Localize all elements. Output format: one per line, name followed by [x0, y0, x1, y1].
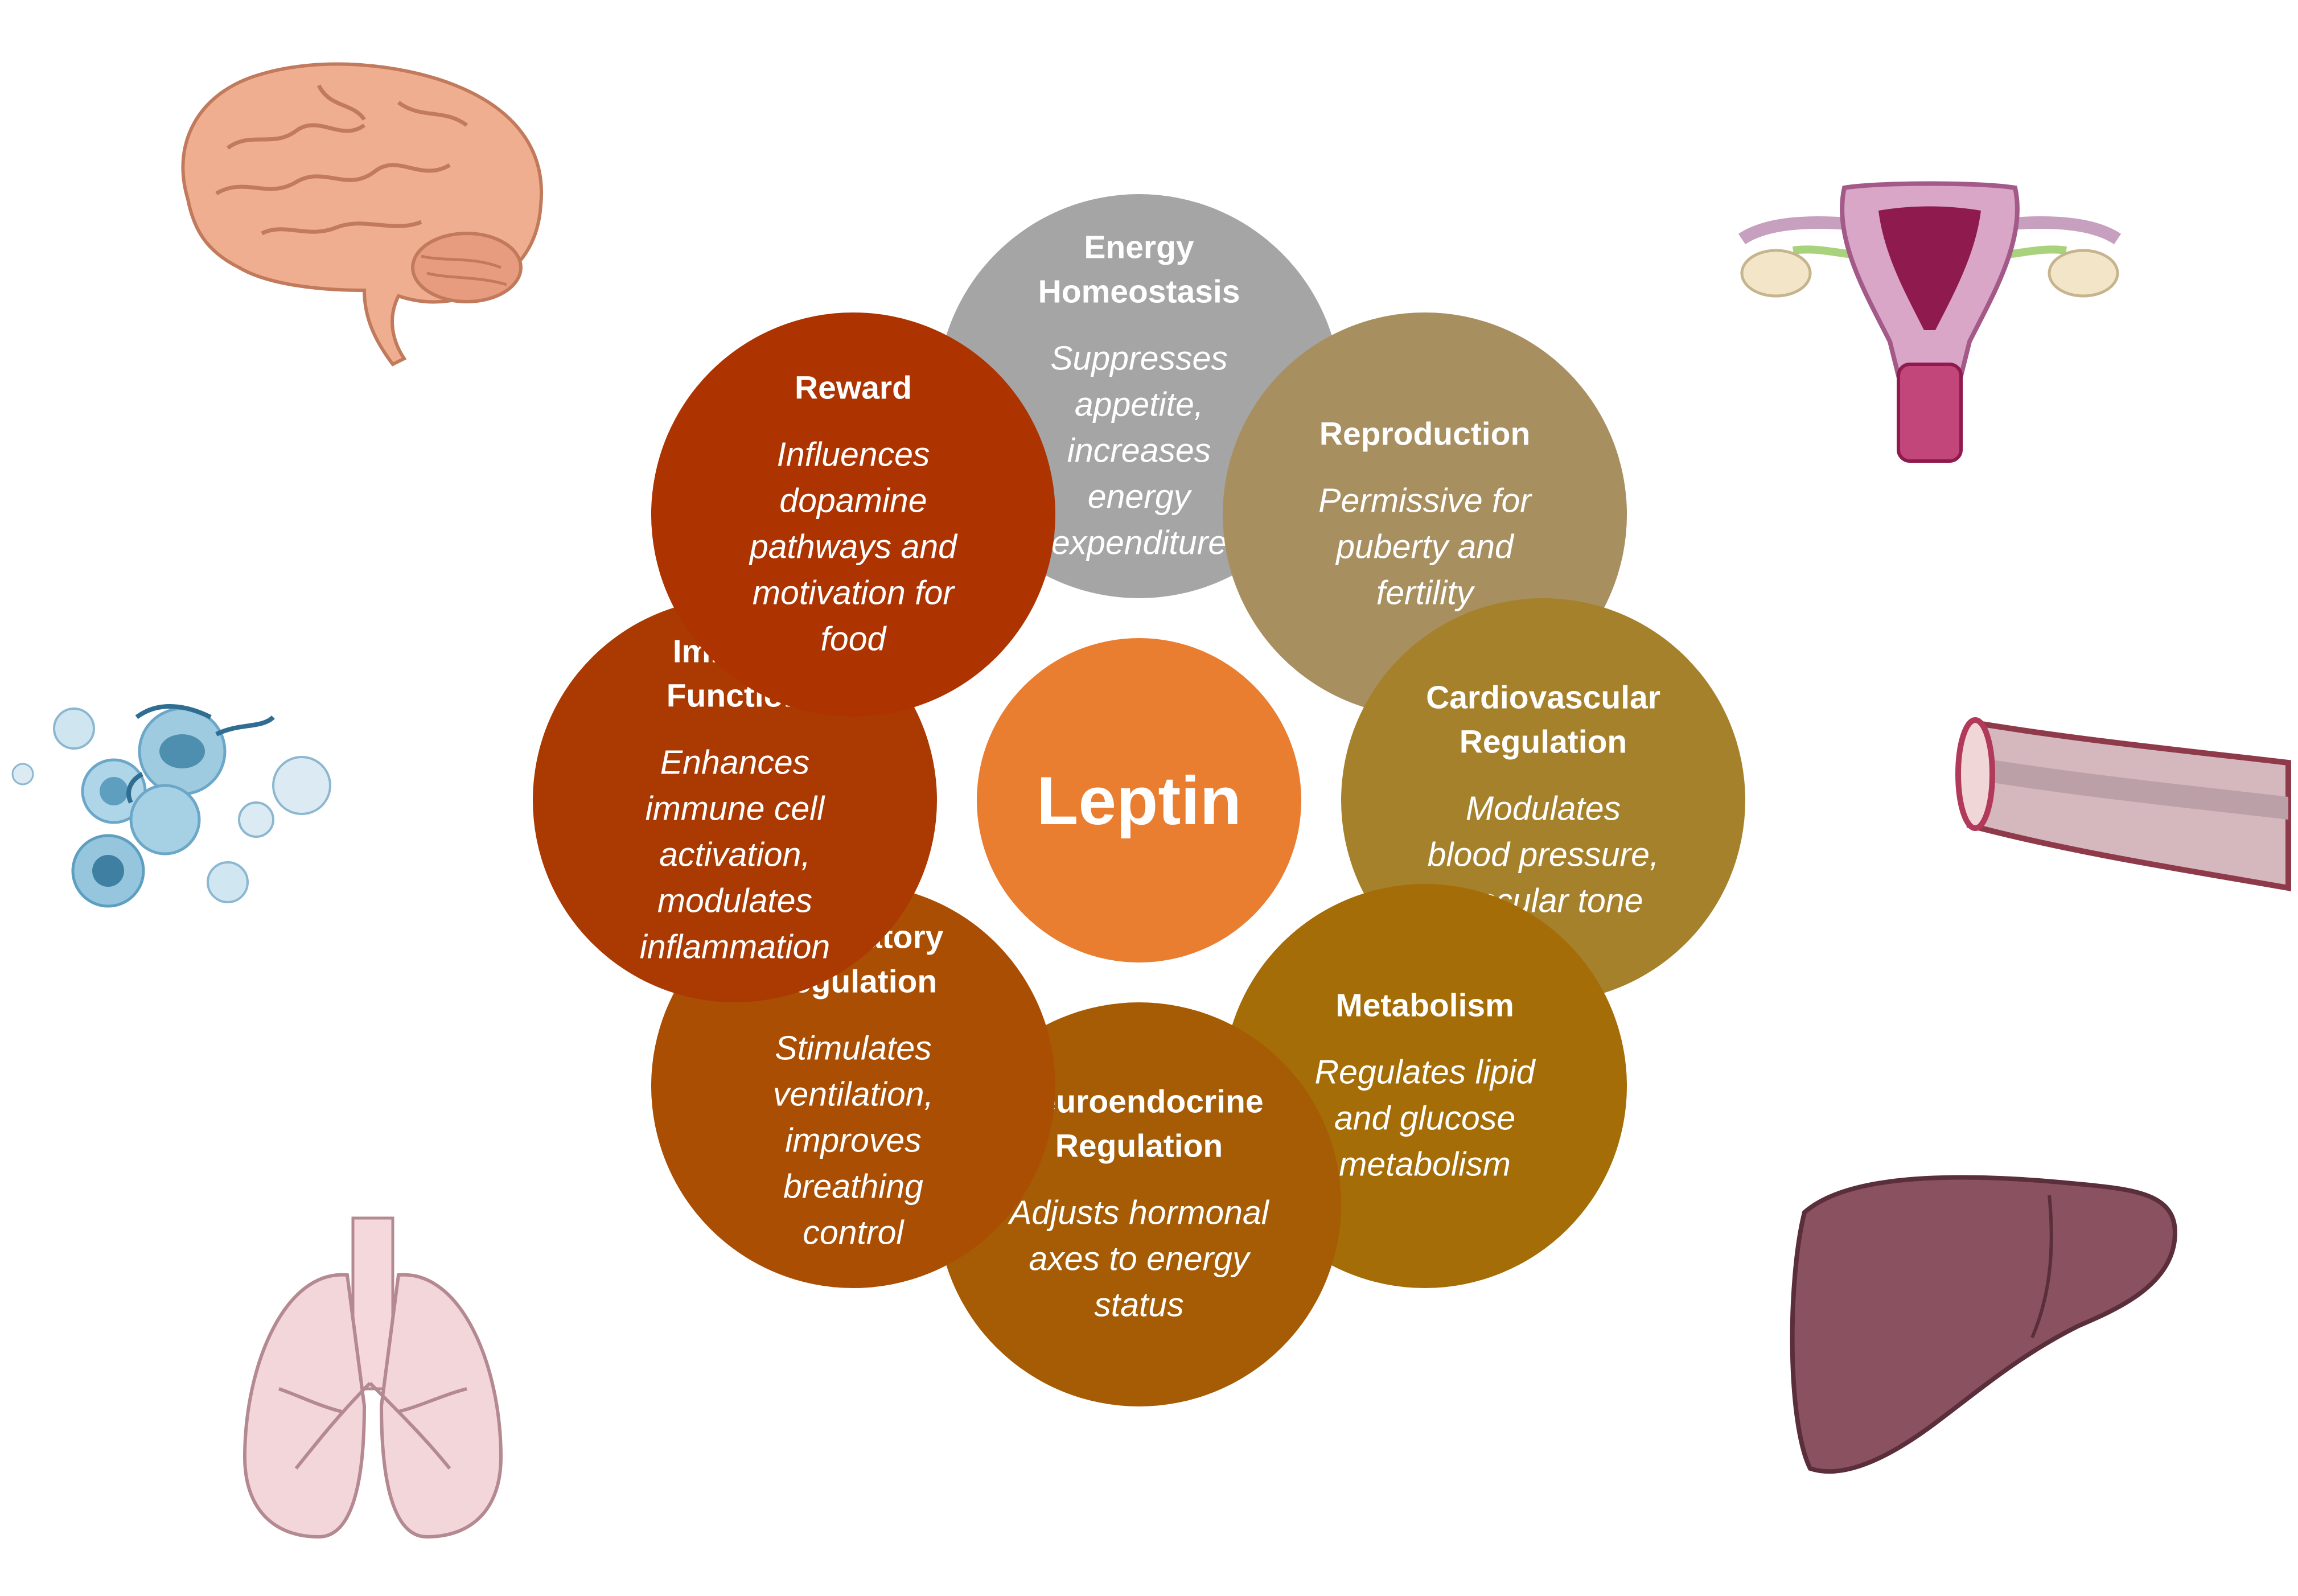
node-description: Stimulates: [775, 1030, 931, 1067]
node-description: pathways and: [749, 528, 958, 565]
node-description: increases: [1067, 432, 1211, 470]
node-description: expenditure: [1051, 524, 1227, 562]
node-description: control: [803, 1214, 905, 1252]
blood-vessel-icon: [1955, 717, 2291, 891]
node-description: and glucose: [1334, 1100, 1515, 1137]
node-title: Reward: [795, 369, 912, 406]
node-description: fertility: [1376, 574, 1475, 611]
node-description: inflammation: [640, 928, 830, 966]
node-description: breathing: [783, 1168, 923, 1206]
node-description: improves: [785, 1122, 921, 1159]
node-circle: [651, 312, 1055, 717]
node-title: Energy: [1084, 229, 1194, 266]
node-description: Enhances: [660, 744, 809, 781]
hub-circle: [977, 638, 1301, 962]
lungs-icon: [242, 1216, 503, 1539]
node-title: Homeostasis: [1038, 274, 1240, 310]
node-description: immune cell: [646, 790, 826, 828]
node-title: Metabolism: [1335, 988, 1514, 1024]
immune-cells-icon: [11, 704, 331, 908]
hub-title: Leptin: [1037, 763, 1242, 839]
liver-icon: [1790, 1175, 2177, 1474]
uterus-icon: [1738, 181, 2122, 463]
node-description: activation,: [659, 836, 811, 874]
node-description: ventilation,: [773, 1076, 934, 1113]
node-title: Reproduction: [1319, 416, 1530, 452]
brain-icon: [181, 62, 544, 367]
node-description: motivation for: [753, 574, 955, 611]
hub-node: Leptin: [977, 638, 1301, 962]
node-title: Regulation: [1460, 724, 1627, 760]
node-description: metabolism: [1339, 1146, 1511, 1183]
node-description: puberty and: [1335, 528, 1515, 565]
node-description: appetite,: [1075, 386, 1203, 423]
node-title: Cardiovascular: [1426, 680, 1660, 716]
node-description: blood pressure,: [1428, 836, 1659, 874]
node-description: axes to energy: [1029, 1240, 1251, 1278]
node-description: Suppresses: [1050, 340, 1228, 377]
node-description: Influences: [776, 435, 930, 473]
node-description: Regulates lipid: [1315, 1054, 1536, 1091]
node-description: Permissive for: [1318, 482, 1532, 519]
node-description: dopamine: [779, 482, 927, 519]
node-title: Neuroendocrine: [1014, 1084, 1263, 1120]
node-description: modulates: [657, 882, 812, 920]
node-description: Adjusts hormonal: [1008, 1194, 1270, 1232]
node-description: energy: [1088, 478, 1193, 516]
node-title: Regulation: [1055, 1128, 1223, 1165]
node-description: Modulates: [1466, 790, 1621, 828]
node-description: food: [821, 620, 887, 657]
node-description: status: [1094, 1286, 1183, 1324]
